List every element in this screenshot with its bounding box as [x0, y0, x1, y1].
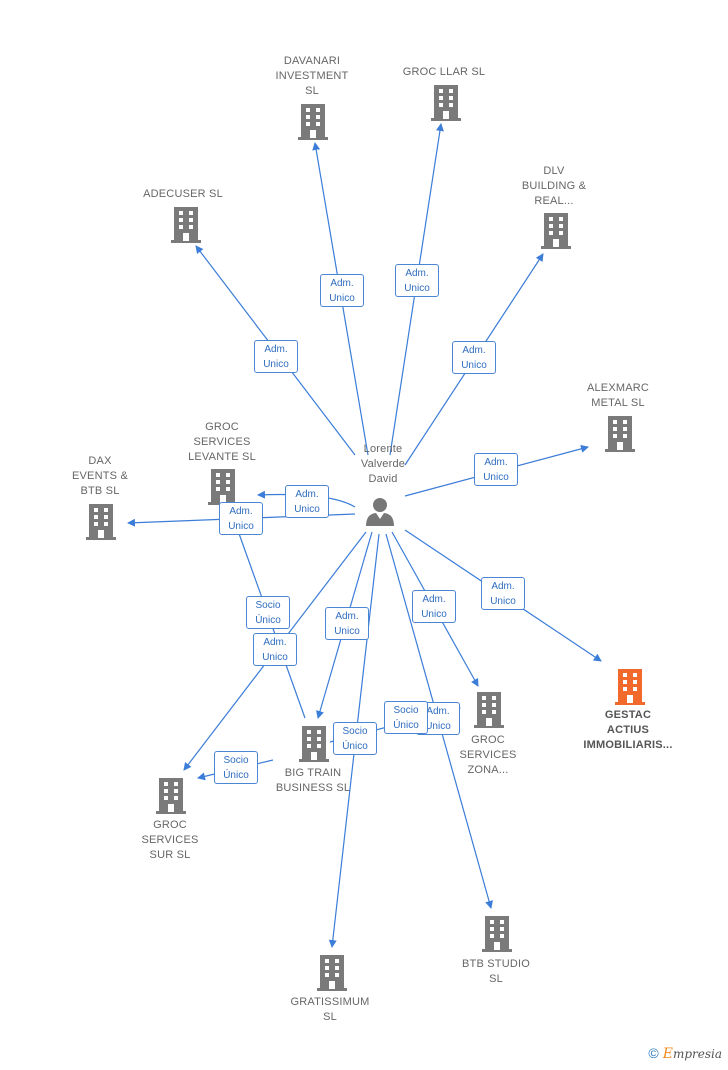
- company-node-dax[interactable]: DAX EVENTS & BTB SL: [50, 454, 150, 499]
- person-icon: [366, 498, 394, 526]
- company-label: GRATISSIMUM SL: [290, 996, 370, 1023]
- building-icon: [541, 213, 571, 254]
- company-node-levante[interactable]: GROC SERVICES LEVANTE SL: [172, 420, 272, 465]
- company-node-bigtrain[interactable]: BIG TRAIN BUSINESS SL: [263, 766, 363, 796]
- company-node-adecuser[interactable]: ADECUSER SL: [128, 187, 238, 202]
- building-icon: [317, 955, 347, 996]
- company-label: GESTAC ACTIUS IMMOBILIARIS...: [583, 709, 673, 751]
- building-icon: [86, 504, 116, 545]
- copyright-icon: ©: [648, 1045, 659, 1061]
- company-label: BIG TRAIN BUSINESS SL: [275, 767, 351, 794]
- company-node-zona[interactable]: GROC SERVICES ZONA...: [438, 733, 538, 778]
- company-label: DLV BUILDING & REAL...: [521, 165, 587, 207]
- relation-tag-sur[interactable]: Adm. Unico: [253, 633, 297, 666]
- building-icon: [171, 207, 201, 248]
- company-node-gestac[interactable]: GESTAC ACTIUS IMMOBILIARIS...: [568, 708, 688, 753]
- brand-mark: ©Empresia: [648, 1045, 722, 1062]
- company-label: GROC SERVICES ZONA...: [459, 734, 517, 776]
- relation-tag-gestac[interactable]: Adm. Unico: [481, 577, 525, 610]
- building-icon: [474, 692, 504, 733]
- building-icon-highlighted: [615, 669, 645, 710]
- relation-tag-zona[interactable]: Adm. Unico: [412, 590, 456, 623]
- company-label: ALEXMARC METAL SL: [586, 382, 650, 409]
- relation-tag-bigtrain[interactable]: Adm. Unico: [325, 607, 369, 640]
- building-icon: [156, 778, 186, 819]
- relation-tag-adecuser[interactable]: Adm. Unico: [254, 340, 298, 373]
- building-icon: [482, 916, 512, 957]
- building-icon: [299, 726, 329, 767]
- person-name: Lorente Valverde David: [360, 443, 406, 485]
- relation-tag-gratissimum[interactable]: Socio Único: [333, 722, 377, 755]
- company-label: DAX EVENTS & BTB SL: [71, 455, 128, 497]
- relation-tag-dax[interactable]: Adm. Unico: [219, 502, 263, 535]
- relation-tag-levante[interactable]: Adm. Unico: [285, 485, 329, 518]
- company-node-davanari[interactable]: DAVANARI INVESTMENT SL: [262, 54, 362, 99]
- relation-tag-levante-bigtrain[interactable]: Socio Único: [246, 596, 290, 629]
- relation-tag-dlv[interactable]: Adm. Unico: [452, 341, 496, 374]
- brand-name: mpresia: [672, 1047, 722, 1061]
- company-label: GROC SERVICES SUR SL: [141, 819, 199, 861]
- company-label: GROC LLAR SL: [402, 66, 486, 78]
- company-label: BTB STUDIO SL: [461, 958, 530, 985]
- person-node[interactable]: Lorente Valverde David: [343, 442, 423, 527]
- company-label: GROC SERVICES LEVANTE SL: [188, 421, 256, 463]
- building-icon: [431, 85, 461, 126]
- company-label: DAVANARI INVESTMENT SL: [275, 55, 349, 97]
- building-icon: [208, 469, 238, 510]
- building-icon: [605, 416, 635, 457]
- company-node-grocllar[interactable]: GROC LLAR SL: [389, 65, 499, 80]
- brand-initial: E: [662, 1046, 673, 1062]
- company-node-dlv[interactable]: DLV BUILDING & REAL...: [504, 164, 604, 209]
- relation-tag-davanari[interactable]: Adm. Unico: [320, 274, 364, 307]
- building-icon: [298, 104, 328, 145]
- company-node-gratissimum[interactable]: GRATISSIMUM SL: [275, 995, 385, 1025]
- company-node-btbstudio[interactable]: BTB STUDIO SL: [446, 957, 546, 987]
- relation-tag-alexmarc[interactable]: Adm. Unico: [474, 453, 518, 486]
- relation-tag-bigtrain-sur[interactable]: Socio Único: [214, 751, 258, 784]
- company-label: ADECUSER SL: [143, 188, 223, 200]
- relation-tag-grocllar[interactable]: Adm. Unico: [395, 264, 439, 297]
- company-node-sur[interactable]: GROC SERVICES SUR SL: [120, 818, 220, 863]
- relation-tag-bigtrain-zona[interactable]: Socio Único: [384, 701, 428, 734]
- company-node-alexmarc[interactable]: ALEXMARC METAL SL: [568, 381, 668, 411]
